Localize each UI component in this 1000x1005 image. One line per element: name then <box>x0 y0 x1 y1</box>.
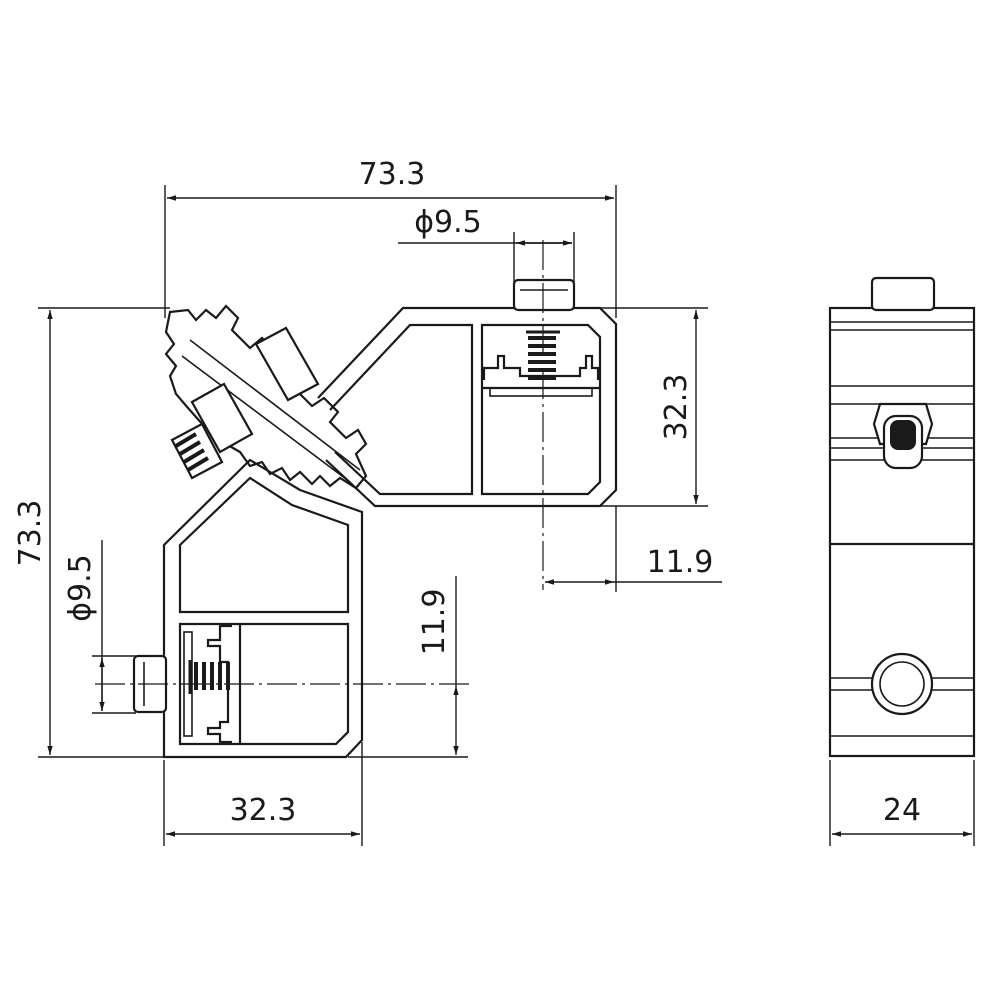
upper-profile-cavity-left <box>329 323 474 496</box>
upper-profile-outline <box>317 306 618 508</box>
clamp-bar-inner-edge-2 <box>181 355 351 483</box>
label-side-width: 24 <box>883 793 921 828</box>
lower-profile-cavity-bottom <box>178 622 350 746</box>
label-offset-right: 11.9 <box>647 545 714 580</box>
side-hole-outer <box>870 652 934 716</box>
upper-profile-cavity-right <box>480 323 602 496</box>
lower-profile-outline <box>162 458 364 759</box>
dimension-overall-width: 73.3 <box>164 157 617 318</box>
label-overall-height: 73.3 <box>13 500 48 567</box>
dimension-hole-left: ϕ9.5 <box>63 540 136 714</box>
lower-profile-tslot <box>206 624 232 744</box>
bolt-thread <box>170 422 224 480</box>
serrated-clamp-bar <box>164 304 368 490</box>
lower-profile-cavity-top <box>178 476 350 614</box>
side-hole-inner <box>879 661 925 707</box>
label-profile-height: 32.3 <box>659 374 694 441</box>
dimension-offset-right: 11.9 <box>545 506 722 592</box>
lower-spring <box>188 660 230 694</box>
dimension-overall-height: 73.3 <box>13 307 170 758</box>
side-bolt-thread <box>890 420 916 450</box>
label-profile-width: 32.3 <box>230 793 297 828</box>
dimension-hole-top: ϕ9.5 <box>398 205 575 282</box>
label-overall-width: 73.3 <box>359 157 426 192</box>
clamp-bolt <box>170 326 320 480</box>
label-hole-top: ϕ9.5 <box>414 205 482 240</box>
corner-bracket-front-view <box>95 240 618 759</box>
dimension-side-width: 24 <box>829 760 975 846</box>
bracket-side-view <box>828 276 976 758</box>
upper-profile-rail <box>489 387 593 397</box>
label-offset-vertical: 11.9 <box>417 589 452 656</box>
side-view-top-pin <box>870 276 936 312</box>
dimension-offset-vertical: 11.9 <box>348 576 468 758</box>
dimension-profile-height: 32.3 <box>600 307 708 507</box>
bolt-nut <box>190 382 254 454</box>
label-hole-left: ϕ9.5 <box>63 554 98 622</box>
dimension-profile-width: 32.3 <box>163 742 363 846</box>
bolt-head <box>254 326 320 402</box>
clamp-bar-inner-edge <box>189 339 361 471</box>
upper-pin <box>512 278 576 312</box>
